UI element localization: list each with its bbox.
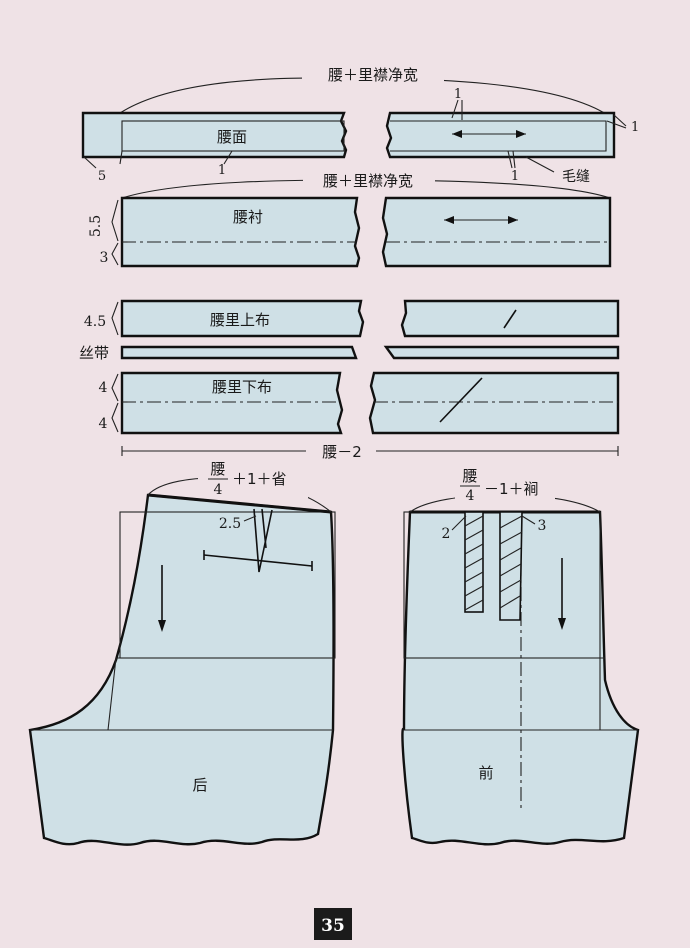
waistband-lining-group: 腰里上布 4.5 丝带 腰里下布 4 4 腰－2 [79,299,620,461]
waistband-top-inner-line-left [121,120,345,152]
interlining-arrowhead-left [444,216,454,224]
measure-bracket-4a [111,373,119,402]
mark-1-right: 1 [631,120,639,135]
back-formula-suffix: ＋1＋省 [232,470,287,488]
interlining-span-label: 腰＋里襟净宽 [323,172,413,190]
lining-span-label: 腰－2 [322,443,362,461]
page-number: 35 [321,916,345,936]
front-grain-arrowhead [558,618,566,630]
front-pleat-a: 2 [442,526,451,542]
page-number-box [314,908,352,940]
span-label-bg-3 [306,441,376,461]
grain-arrowhead-right [516,130,526,138]
lining-lower-name: 腰里下布 [212,378,272,396]
lining-lower-measure-a: 4 [99,380,108,396]
ribbon-right [383,345,620,360]
pleat-a-leader [451,515,467,531]
raw-edge-label: 毛缝 [562,169,590,185]
leader-raw-edge [525,156,555,173]
back-piece-group: 腰 4 ＋1＋省 2.5 后 [28,458,336,846]
ribbon-name: 丝带 [79,344,109,362]
back-dart-inner [261,508,267,549]
waistband-top-span-label: 腰＋里襟净宽 [328,66,418,84]
waistband-top-left-part [81,111,348,159]
mark-1-top: 1 [454,87,462,102]
mark-1-bottom-left: 1 [218,163,226,178]
waistband-top-name: 腰面 [217,128,247,146]
back-formula-numerator: 腰 [210,460,225,478]
waistband-interlining-group: 腰＋里襟净宽 腰衬 5.5 3 [88,170,612,268]
interlining-name: 腰衬 [233,208,263,226]
front-formula-numerator: 腰 [462,467,477,485]
front-pleat-right [499,511,523,621]
leader-5-b [83,156,97,169]
leader-1-bottom-left [223,150,233,165]
pleat-b-leader [521,515,536,525]
lining-upper-left [120,299,365,338]
front-piece-name: 前 [478,764,493,782]
leader-1-bottom-right-a [507,150,513,169]
back-pocket-line [203,554,313,567]
interlining-arrowhead-right [508,216,518,224]
measure-bracket-4-5 [111,301,119,336]
front-piece-group: 腰 4 －1＋裥 2 3 前 [401,465,640,846]
back-dart-measure: 2.5 [219,516,241,532]
leader-1-right-a [606,120,627,129]
span-label-bg-2 [303,170,435,190]
lining-upper-measure: 4.5 [84,314,106,330]
dart-leader [243,515,257,522]
waistband-top-inner-line-right [390,120,607,152]
lining-upper-grain [503,309,517,329]
measure-bracket-5-5 [111,199,119,242]
lining-lower-grain [439,377,483,423]
leader-1-bottom-right-b [512,150,516,169]
mark-5: 5 [98,169,106,184]
measure-bracket-4b [111,402,119,433]
front-formula-denominator: 4 [466,488,475,504]
leader-1-right-b [613,114,627,127]
back-waist-line [147,493,332,514]
leader-1-top-a [451,99,459,119]
lining-upper-name: 腰里上布 [210,311,270,329]
span-label-bg [302,64,444,84]
back-grain-arrowhead [158,620,166,632]
waistband-top-right-part [385,111,616,159]
interlining-measure-a: 5.5 [88,215,104,237]
formula-bg-front [455,465,555,505]
waistband-top-group: 腰＋里襟净宽 腰面 1 1 5 1 1 毛缝 [81,64,639,185]
front-pleat-left [464,511,484,613]
back-piece-name: 后 [192,776,207,794]
lining-lower-left [120,371,344,435]
lining-lower-measure-b: 4 [99,416,108,432]
measure-bracket-3 [111,242,119,266]
leader-5-a [119,150,123,165]
interlining-left-part [120,196,361,268]
lining-lower-right [368,371,620,435]
interlining-right-part [381,196,612,268]
front-pleat-b: 3 [538,518,547,534]
interlining-measure-b: 3 [100,250,109,266]
grain-arrowhead-left [452,130,462,138]
back-piece-outline [28,493,335,846]
back-formula-denominator: 4 [214,482,223,498]
formula-bg-back [198,458,308,498]
ribbon-left [120,345,358,360]
back-crotch-guide [107,657,117,731]
mark-1-bottom-right: 1 [511,169,519,184]
front-formula-suffix: －1＋裥 [484,480,539,498]
back-dart [253,508,273,573]
